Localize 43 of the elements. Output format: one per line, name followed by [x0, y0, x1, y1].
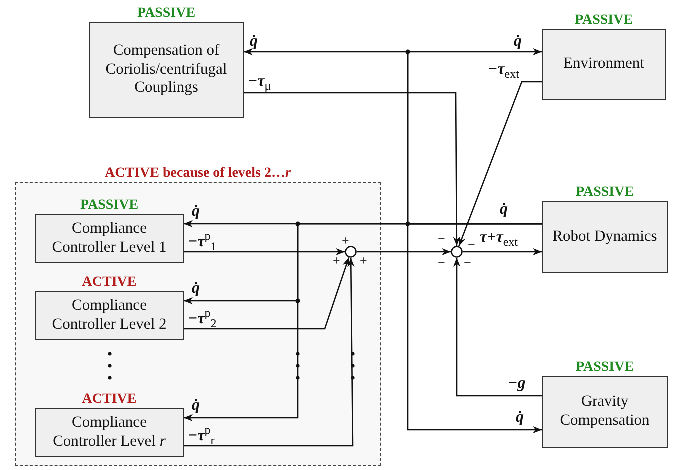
sign-label: +: [333, 254, 340, 267]
status-label: ACTIVE: [81, 391, 138, 408]
signal-label: q̇: [516, 410, 524, 426]
block-box: Compliance Controller Level 1: [35, 214, 184, 263]
signal-label: q̇: [192, 398, 200, 414]
signal-label: −τ$_{ext}$: [488, 62, 520, 82]
sign-label: −: [468, 238, 476, 251]
block-box: Compliance Controller Level r: [35, 408, 184, 457]
status-label: PASSIVE: [574, 184, 636, 201]
signal-label: q̇: [192, 204, 200, 220]
sign-label: +: [342, 234, 350, 247]
signal-arrow: [458, 81, 542, 247]
status-label: ACTIVE: [81, 274, 138, 291]
block-box: Environment: [542, 29, 666, 100]
sign-label: −: [438, 256, 446, 269]
signal-label: −τ$_{μ}$: [248, 74, 272, 94]
block-box: Compliance Controller Level 2: [35, 291, 184, 340]
block-box: Robot Dynamics: [542, 201, 668, 273]
status-label: PASSIVE: [79, 197, 140, 214]
signal-label: q̇: [192, 281, 200, 297]
block-box: Compensation of Coriolis/centrifugal Couplings: [89, 22, 244, 118]
signal-arrow: [453, 258, 542, 397]
status-label: PASSIVE: [574, 12, 634, 29]
signal-label: q̇: [514, 34, 522, 50]
signal-arrow: [184, 248, 345, 256]
status-label: PASSIVE: [136, 5, 197, 22]
signal-arrow: [184, 258, 355, 447]
signal-arrow: [463, 248, 542, 256]
signal-arrow: [407, 223, 542, 434]
sign-label: −: [464, 256, 472, 269]
signal-label: q̇: [250, 34, 258, 50]
signal-label: q̇: [500, 202, 508, 218]
sign-label: +: [360, 254, 368, 267]
signal-label: τ+τ$_{ext}$: [480, 230, 518, 250]
block-box: Gravity Compensation: [542, 376, 668, 448]
signal-arrow: [184, 257, 350, 330]
signal-arrow: [184, 223, 542, 422]
status-label: PASSIVE: [574, 359, 636, 376]
signal-arrow: [357, 248, 451, 256]
signal-arrow: [244, 92, 460, 246]
group-heading: ACTIVE because of levels 2…r: [104, 165, 292, 182]
signal-label: −g: [508, 376, 526, 392]
sign-label: −: [438, 232, 446, 245]
